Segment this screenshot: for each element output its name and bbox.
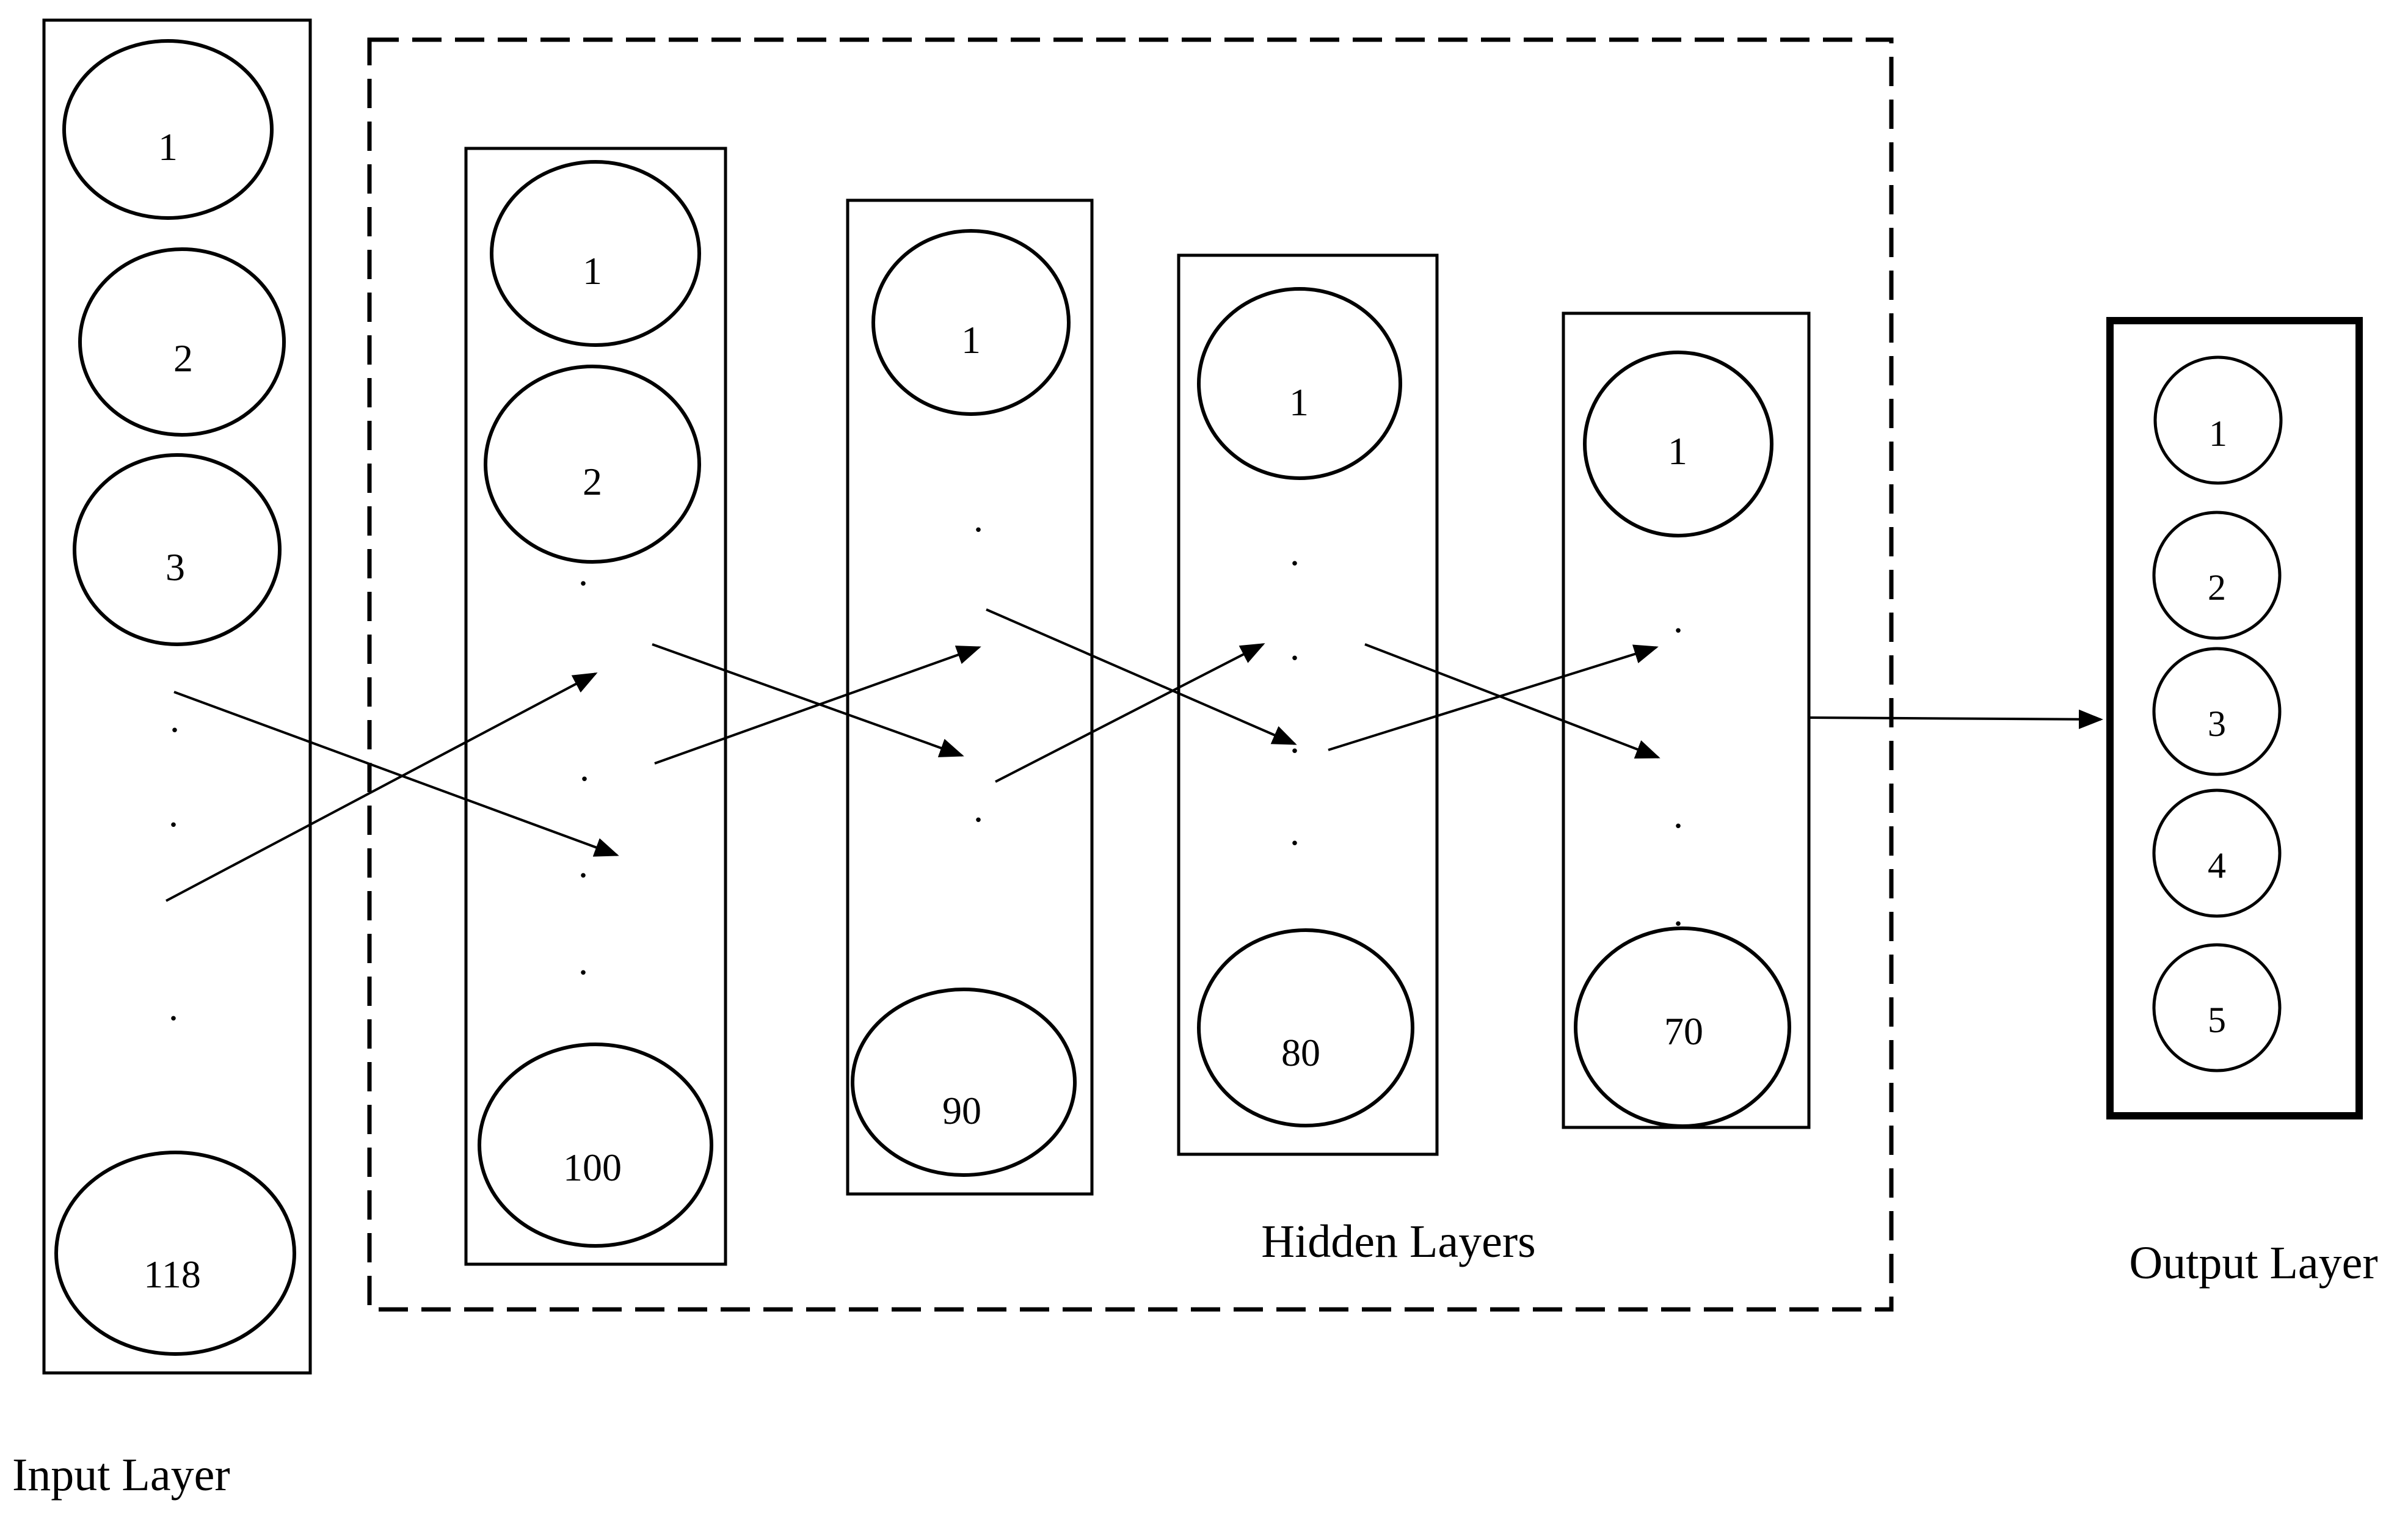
output-node-1: 1 xyxy=(2153,355,2283,485)
input-node-118: 118 xyxy=(54,1151,296,1356)
hidden-layers-title: Hidden Layers xyxy=(1261,1216,1536,1267)
svg-text:1: 1 xyxy=(961,318,981,362)
hidden-3-ellipsis-dot: . xyxy=(1290,810,1300,853)
svg-text:2: 2 xyxy=(583,460,602,503)
hidden-2-ellipsis-dot: . xyxy=(973,497,983,540)
output-node-4: 4 xyxy=(2152,788,2282,918)
connection-arrow xyxy=(166,672,598,902)
hidden-1-ellipsis-dot: . xyxy=(578,550,588,594)
hidden-3-ellipsis-dot: . xyxy=(1290,625,1300,668)
svg-text:2: 2 xyxy=(2208,567,2226,608)
hidden-1-node-2: 2 xyxy=(484,365,701,564)
hidden-layers-container xyxy=(367,37,1894,1312)
input-layer-box xyxy=(42,18,312,1375)
output-node-2: 2 xyxy=(2152,511,2282,640)
output-node-5: 5 xyxy=(2152,943,2282,1072)
svg-text:70: 70 xyxy=(1664,1010,1703,1053)
svg-text:3: 3 xyxy=(166,545,185,589)
hidden-2-node-1: 1 xyxy=(871,229,1071,416)
svg-text:80: 80 xyxy=(1281,1031,1320,1074)
hidden-4-node-70: 70 xyxy=(1574,926,1791,1128)
hidden-1-node-100: 100 xyxy=(478,1043,713,1248)
hidden-4-ellipsis-dot: . xyxy=(1673,793,1683,836)
input-layer-title: Input Layer xyxy=(12,1449,230,1501)
svg-text:4: 4 xyxy=(2208,845,2226,886)
svg-text:90: 90 xyxy=(942,1089,981,1132)
hidden-layer-3: 1 . . . . 80 xyxy=(1177,253,1439,1156)
hidden-1-ellipsis-dot: . xyxy=(580,746,589,789)
connection-arrow xyxy=(1328,644,1659,751)
hidden-4-node-1: 1 xyxy=(1583,351,1773,537)
hidden-layer-4: 1 . . . 70 xyxy=(1562,311,1811,1129)
hidden-2-node-90: 90 xyxy=(851,988,1077,1177)
input-node-1: 1 xyxy=(62,39,274,220)
hidden-layer-2-box xyxy=(846,198,1094,1196)
connection-arrow xyxy=(1809,709,2103,729)
svg-text:3: 3 xyxy=(2208,704,2226,744)
hidden-4-ellipsis-dot: . xyxy=(1673,890,1683,934)
input-ellipsis-dot: . xyxy=(169,985,178,1028)
input-node-3: 3 xyxy=(73,453,282,646)
output-layer-box xyxy=(2106,317,2363,1119)
connection-arrow xyxy=(173,691,619,857)
input-ellipsis-dot: . xyxy=(169,792,178,835)
hidden-3-ellipsis-dot: . xyxy=(1290,718,1300,761)
connection-arrow xyxy=(654,646,981,765)
hidden-layer-1: 1 2 . . . . 100 xyxy=(464,147,727,1266)
svg-text:1: 1 xyxy=(158,125,178,169)
input-ellipsis-dot: . xyxy=(170,697,180,740)
hidden-3-ellipsis-dot: . xyxy=(1290,530,1300,573)
svg-text:100: 100 xyxy=(563,1146,622,1189)
svg-text:1: 1 xyxy=(1289,380,1309,424)
connection-arrow xyxy=(986,608,1297,745)
hidden-1-ellipsis-dot: . xyxy=(578,939,588,983)
hidden-3-node-1: 1 xyxy=(1197,287,1402,480)
svg-text:1: 1 xyxy=(1668,429,1687,473)
connection-arrows xyxy=(166,608,2103,902)
hidden-layer-1-box xyxy=(464,147,727,1266)
hidden-1-node-1: 1 xyxy=(490,160,701,347)
input-node-2: 2 xyxy=(78,247,286,437)
hidden-1-ellipsis-dot: . xyxy=(578,842,588,886)
hidden-layer-2: 1 . . 90 xyxy=(846,198,1094,1196)
input-layer: 1 2 3 . . . 118 xyxy=(42,18,312,1375)
svg-text:5: 5 xyxy=(2208,1000,2226,1040)
svg-text:1: 1 xyxy=(2209,413,2227,454)
output-layer-title: Output Layer xyxy=(2129,1237,2377,1289)
connection-arrow xyxy=(1364,643,1661,759)
output-node-3: 3 xyxy=(2152,647,2282,776)
svg-text:2: 2 xyxy=(173,337,193,380)
hidden-layer-3-box xyxy=(1177,253,1439,1156)
hidden-4-ellipsis-dot: . xyxy=(1673,597,1683,641)
hidden-2-ellipsis-dot: . xyxy=(973,787,983,830)
connection-arrow xyxy=(995,643,1265,783)
hidden-3-node-80: 80 xyxy=(1197,928,1414,1127)
output-layer: 1 2 3 4 5 xyxy=(2106,317,2363,1119)
svg-text:1: 1 xyxy=(583,249,602,293)
connection-arrow xyxy=(652,643,964,757)
svg-text:118: 118 xyxy=(144,1253,201,1296)
